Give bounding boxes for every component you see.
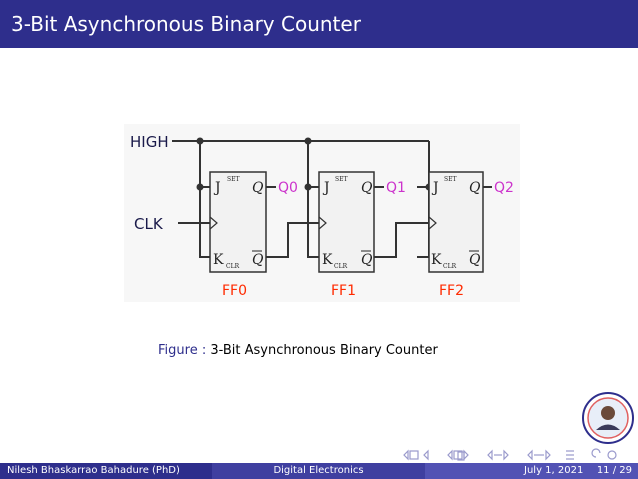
ff1-clr-label: CLR bbox=[334, 263, 348, 270]
beamer-navigation-icons[interactable] bbox=[400, 448, 632, 462]
footer-author-box: Nilesh Bhaskarrao Bahadure (PhD) bbox=[0, 463, 212, 479]
ff2-j-label: J bbox=[431, 180, 439, 196]
ff0-q-label: Q bbox=[252, 180, 264, 196]
ff1-set-label: SET bbox=[335, 176, 348, 183]
caption-label: Figure : bbox=[158, 343, 207, 358]
footer-date: July 1, 2021 bbox=[524, 465, 584, 476]
footer-date-page-box: July 1, 2021 11 / 29 bbox=[425, 463, 638, 479]
q2-output-label: Q2 bbox=[494, 180, 514, 196]
caption-text: 3-Bit Asynchronous Binary Counter bbox=[210, 343, 438, 358]
figure-caption: Figure : 3-Bit Asynchronous Binary Count… bbox=[158, 343, 438, 358]
ff0-set-label: SET bbox=[227, 176, 240, 183]
q0-output-label: Q0 bbox=[278, 180, 298, 196]
ff2-name-label: FF2 bbox=[439, 283, 464, 299]
ff0-name-label: FF0 bbox=[222, 283, 247, 299]
footer-subject-box: Digital Electronics bbox=[212, 463, 425, 479]
footer-author: Nilesh Bhaskarrao Bahadure (PhD) bbox=[7, 465, 180, 476]
footer-subject: Digital Electronics bbox=[273, 465, 364, 476]
ff2-qbar-label: Q bbox=[469, 252, 481, 268]
ff1-k-label: K bbox=[322, 252, 333, 268]
ff2-clr-label: CLR bbox=[443, 263, 457, 270]
title-bar: 3-Bit Asynchronous Binary Counter bbox=[0, 0, 638, 48]
high-label: HIGH bbox=[130, 133, 169, 151]
ff2-set-label: SET bbox=[444, 176, 457, 183]
counter-circuit-diagram: HIGH CLK J K Q Q SET CLR J K Q Q SET CLR… bbox=[124, 124, 520, 302]
ff2-q-label: Q bbox=[469, 180, 481, 196]
ff0-j-label: J bbox=[213, 180, 221, 196]
ff1-q-label: Q bbox=[361, 180, 373, 196]
ff1-qbar-label: Q bbox=[361, 252, 373, 268]
slide-title: 3-Bit Asynchronous Binary Counter bbox=[11, 12, 361, 36]
ff1-j-label: J bbox=[322, 180, 330, 196]
ff2-k-label: K bbox=[431, 252, 442, 268]
ff0-k-label: K bbox=[213, 252, 224, 268]
institute-logo bbox=[582, 392, 634, 444]
footer-page-number: 11 / 29 bbox=[596, 465, 632, 476]
ff1-name-label: FF1 bbox=[331, 283, 356, 299]
q1-output-label: Q1 bbox=[386, 180, 406, 196]
ff0-qbar-label: Q bbox=[252, 252, 264, 268]
clk-label: CLK bbox=[134, 215, 164, 233]
ff0-clr-label: CLR bbox=[226, 263, 240, 270]
